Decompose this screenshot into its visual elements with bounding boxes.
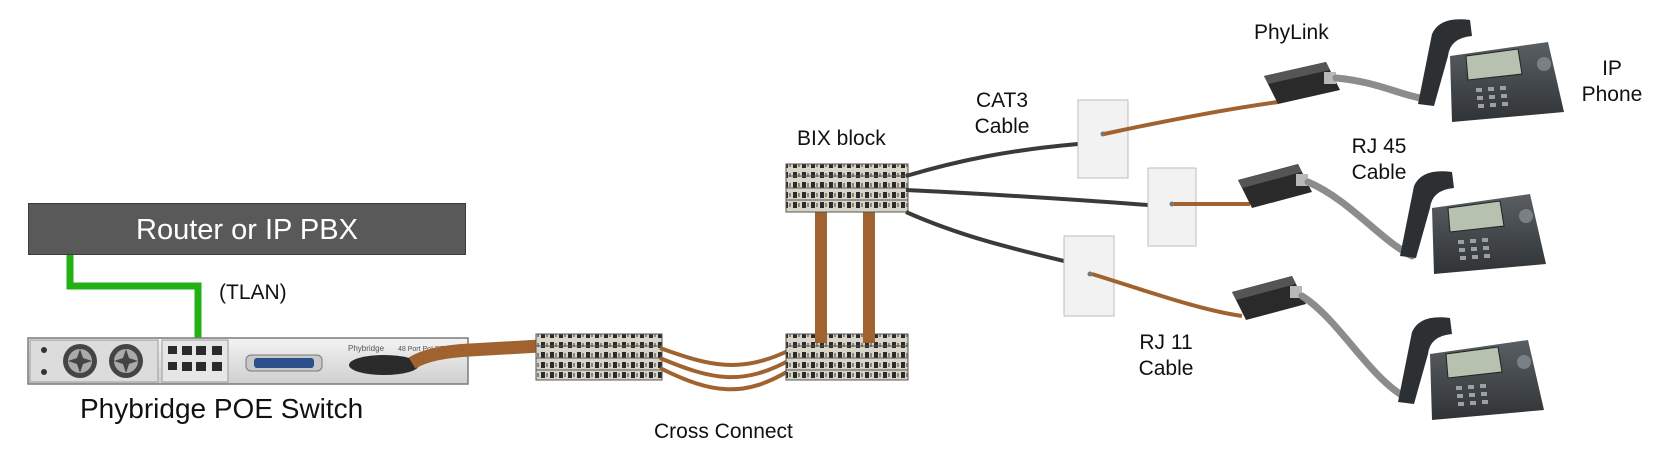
wall-plate (1063, 235, 1115, 317)
router-label: Router or IP PBX (136, 214, 358, 246)
bix-block (785, 163, 909, 213)
rj11-cables (1091, 100, 1279, 318)
cat3-label-line1: CAT3 (975, 89, 1029, 112)
ethernet-ports (168, 346, 222, 371)
rj11-label-line2: Cable (1138, 357, 1194, 380)
amphenol-plug (349, 355, 419, 375)
rj11-cable-label: RJ 11 Cable (1130, 330, 1202, 382)
ip-phone (1398, 317, 1544, 420)
cross-connect-label: Cross Connect (654, 420, 793, 443)
cat3-cable-label: CAT3 Cable (968, 88, 1036, 140)
rj45-label-line2: Cable (1351, 161, 1407, 184)
wall-plate (1147, 167, 1197, 247)
router-box: Router or IP PBX (28, 203, 466, 255)
phylink-adapter (1232, 276, 1306, 320)
phylink-label: PhyLink (1254, 21, 1329, 44)
telco-connector (245, 354, 323, 372)
rj45-label-line1: RJ 45 (1351, 135, 1407, 158)
fan-icon (63, 344, 97, 378)
fan-icon (109, 344, 143, 378)
cat3-cables (905, 142, 1149, 264)
phylink-adapter (1238, 164, 1312, 208)
ip-phone (1418, 19, 1564, 122)
cross-connect-block-left (535, 333, 663, 381)
tlan-cable (66, 236, 202, 355)
cat3-label-line2: Cable (974, 115, 1030, 138)
screw-icon (41, 347, 47, 353)
phybridge-poe-switch: Phybridge 48 Port PoLRE Switch (27, 337, 469, 385)
bix-block-label: BIX block (797, 127, 886, 150)
jumper-cable (815, 211, 827, 343)
screw-icon (41, 369, 47, 375)
cross-connect-block-right (785, 333, 909, 381)
rj45-cable-label: RJ 45 Cable (1344, 134, 1414, 186)
switch-brand-text: Phybridge (348, 344, 385, 353)
ip-phone-label-line2: Phone (1581, 83, 1643, 106)
ip-phone-label-line1: IP (1602, 57, 1622, 80)
jumper-cable (863, 211, 875, 343)
trunk-cable (408, 339, 541, 369)
phylink-adapter (1264, 62, 1340, 104)
poe-switch-label: Phybridge POE Switch (80, 393, 364, 424)
ip-phone-label: IP Phone (1572, 56, 1652, 108)
tlan-label: (TLAN) (219, 281, 287, 304)
cross-connect-wires (659, 346, 792, 392)
ip-phone (1400, 171, 1546, 274)
rj11-label-line1: RJ 11 (1139, 331, 1193, 354)
wall-plate (1077, 99, 1129, 179)
